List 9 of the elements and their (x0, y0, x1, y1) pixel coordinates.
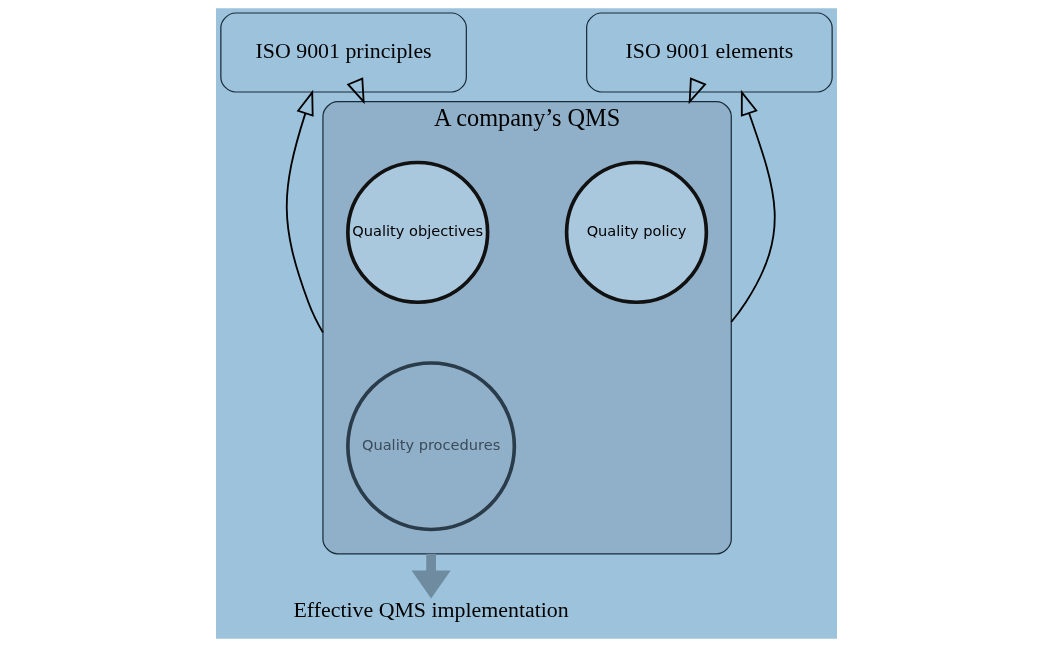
node-text: Effective QMS implementation (293, 598, 569, 623)
arrow (688, 77, 707, 105)
arrow (411, 553, 451, 599)
node-circle: Quality procedures (346, 361, 517, 532)
node-circle: Quality policy (564, 160, 709, 305)
arrow (285, 89, 324, 334)
arrow (730, 89, 776, 323)
arrow (346, 77, 365, 105)
node-circle: Quality objectives (346, 160, 490, 305)
